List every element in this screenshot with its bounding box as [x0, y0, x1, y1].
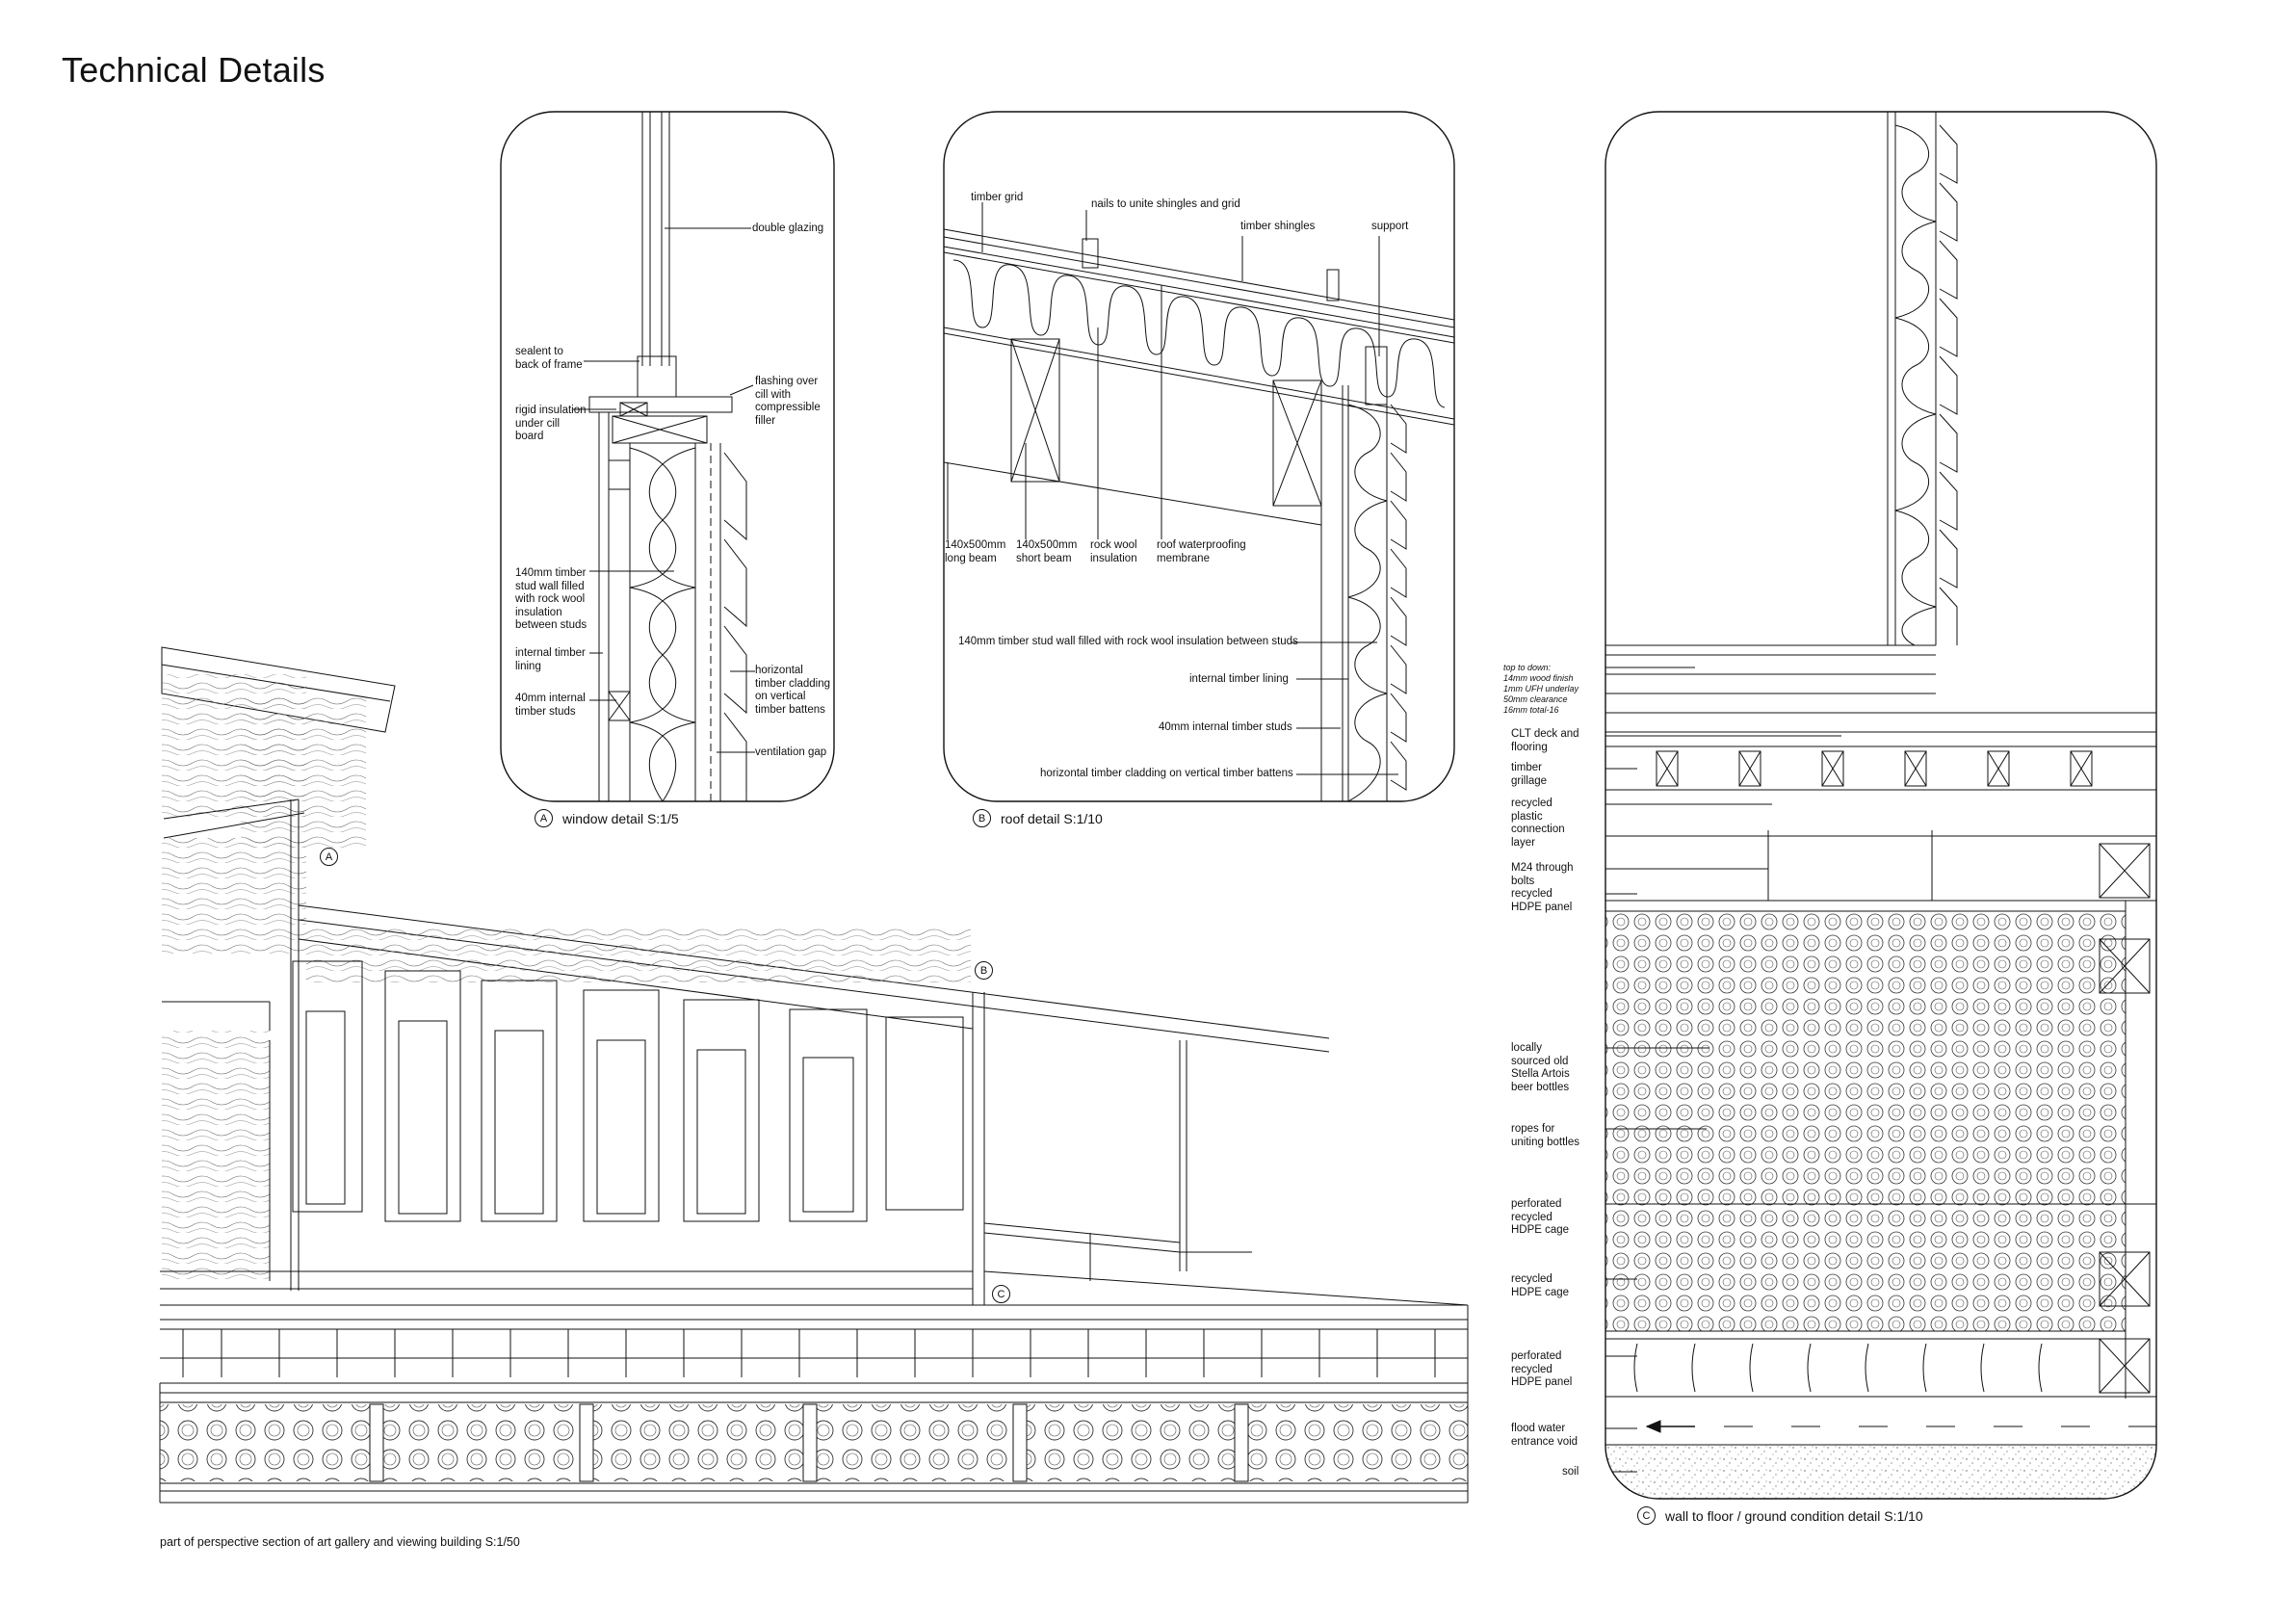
label-rock-wool: rock wool insulation	[1090, 539, 1137, 564]
label-cladding-b: horizontal timber cladding on vertical t…	[1040, 768, 1293, 779]
label-flood-void: flood water entrance void	[1511, 1423, 1578, 1448]
label-timber-grillage: timber grillage	[1511, 762, 1548, 787]
label-perforated-panel: perforated recycled HDPE panel	[1511, 1350, 1573, 1388]
label-floor-build-up-note: top to down: 14mm wood finish 1mm UFH un…	[1503, 663, 1579, 715]
label-hdpe-panel: recycled HDPE panel	[1511, 888, 1573, 913]
marker-a-icon: A	[535, 809, 553, 827]
label-double-glazing: double glazing	[752, 222, 824, 234]
perspective-section-drawing	[159, 646, 1469, 1504]
label-waterproofing: roof waterproofing membrane	[1157, 539, 1246, 564]
label-long-beam: 140x500mm long beam	[945, 539, 1006, 564]
label-support: support	[1371, 221, 1409, 232]
label-timber-grid: timber grid	[971, 192, 1024, 203]
label-internal-lining: internal timber lining	[515, 647, 586, 672]
label-soil: soil	[1562, 1466, 1579, 1478]
label-plastic-connection: recycled plastic connection layer	[1511, 798, 1565, 849]
label-ventilation-gap: ventilation gap	[755, 746, 827, 758]
label-stud-wall-b: 140mm timber stud wall filled with rock …	[958, 636, 1298, 647]
label-hdpe-cage: recycled HDPE cage	[1511, 1273, 1570, 1298]
section-caption: part of perspective section of art galle…	[160, 1535, 520, 1549]
marker-c-icon: C	[1637, 1506, 1656, 1525]
label-nails: nails to unite shingles and grid	[1091, 198, 1240, 210]
caption-detail-b: B roof detail S:1/10	[973, 809, 1103, 827]
section-marker-b-icon: B	[975, 961, 993, 980]
label-sealant-frame: sealent to back of frame	[515, 346, 583, 371]
label-flashing: flashing over cill with compressible fil…	[755, 376, 821, 427]
wall-floor-detail-drawing	[1605, 111, 2157, 1500]
caption-detail-c: C wall to floor / ground condition detai…	[1637, 1506, 1923, 1525]
label-ropes: ropes for uniting bottles	[1511, 1123, 1579, 1148]
section-marker-a-icon: A	[320, 848, 338, 866]
caption-detail-a: A window detail S:1/5	[535, 809, 679, 827]
caption-detail-b-text: roof detail S:1/10	[1001, 810, 1103, 826]
label-rigid-insulation: rigid insulation under cill board	[515, 405, 587, 442]
label-internal-studs-b: 40mm internal timber studs	[1159, 721, 1292, 733]
marker-b-icon: B	[973, 809, 991, 827]
label-timber-shingles: timber shingles	[1240, 221, 1316, 232]
section-marker-c-icon: C	[992, 1285, 1010, 1303]
label-stud-wall: 140mm timber stud wall filled with rock …	[515, 567, 587, 631]
roof-detail-drawing	[943, 111, 1455, 802]
window-detail-drawing	[500, 111, 835, 802]
caption-detail-c-text: wall to floor / ground condition detail …	[1665, 1507, 1923, 1524]
label-internal-lining-b: internal timber lining	[1189, 673, 1289, 685]
label-short-beam: 140x500mm short beam	[1016, 539, 1078, 564]
page-title: Technical Details	[62, 50, 326, 90]
label-m24-bolts: M24 through bolts	[1511, 862, 1574, 887]
caption-detail-a-text: window detail S:1/5	[562, 810, 679, 826]
label-beer-bottles: locally sourced old Stella Artois beer b…	[1511, 1042, 1570, 1093]
label-perforated-cage: perforated recycled HDPE cage	[1511, 1198, 1570, 1236]
label-timber-cladding: horizontal timber cladding on vertical t…	[755, 665, 830, 716]
label-clt-deck: CLT deck and flooring	[1511, 728, 1579, 753]
label-internal-studs: 40mm internal timber studs	[515, 693, 586, 718]
